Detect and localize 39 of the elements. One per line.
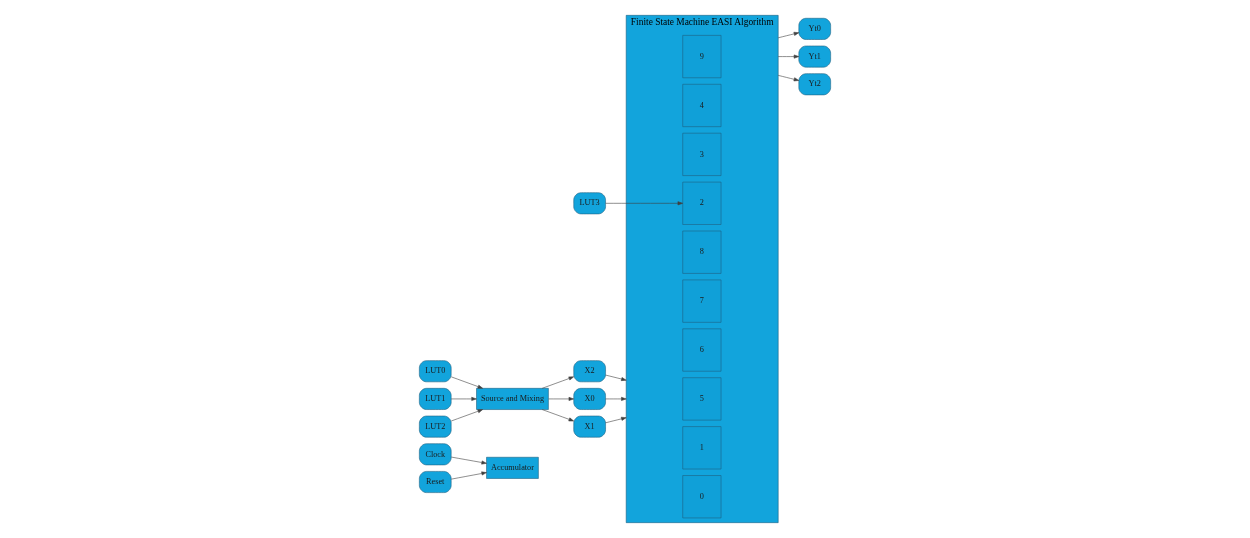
node-box: LUT1 bbox=[419, 388, 452, 410]
node-box: 8 bbox=[682, 230, 722, 274]
node-box: 2 bbox=[682, 181, 722, 225]
node-box: Yt0 bbox=[798, 18, 831, 40]
arrow bbox=[541, 409, 574, 422]
node-box: LUT0 bbox=[419, 360, 452, 383]
node-box: 4 bbox=[682, 83, 722, 127]
node-box: 5 bbox=[682, 377, 722, 421]
node-box: 1 bbox=[682, 426, 722, 470]
arrow bbox=[605, 201, 683, 206]
arrow bbox=[450, 471, 487, 480]
node-box: X2 bbox=[573, 360, 606, 383]
arrow bbox=[450, 376, 483, 389]
node-box: Accumulator bbox=[486, 456, 539, 479]
node-box: Source and Mixing bbox=[476, 388, 549, 410]
node-box: Clock bbox=[419, 443, 452, 466]
arrow bbox=[541, 376, 574, 389]
node-box: X1 bbox=[573, 415, 606, 438]
arrow bbox=[777, 31, 800, 39]
arrow bbox=[548, 397, 574, 401]
node-box: 6 bbox=[682, 328, 722, 372]
arrow bbox=[450, 456, 487, 465]
node-box: LUT2 bbox=[419, 415, 452, 438]
node-box: Reset bbox=[419, 471, 452, 493]
node-box: X0 bbox=[573, 388, 606, 410]
node-box: 9 bbox=[682, 35, 722, 79]
node-box: Yt2 bbox=[798, 73, 831, 96]
arrow bbox=[450, 409, 483, 422]
arrow bbox=[777, 75, 800, 82]
arrow bbox=[605, 374, 627, 381]
node-box: LUT3 bbox=[573, 192, 606, 215]
node-box: Yt1 bbox=[798, 45, 831, 68]
node-box: 0 bbox=[682, 475, 722, 519]
arrow bbox=[450, 397, 477, 401]
arrow bbox=[605, 397, 627, 401]
arrow bbox=[777, 54, 800, 59]
arrow bbox=[605, 416, 627, 424]
node-box: 3 bbox=[682, 132, 722, 176]
node-box: 7 bbox=[682, 279, 722, 323]
